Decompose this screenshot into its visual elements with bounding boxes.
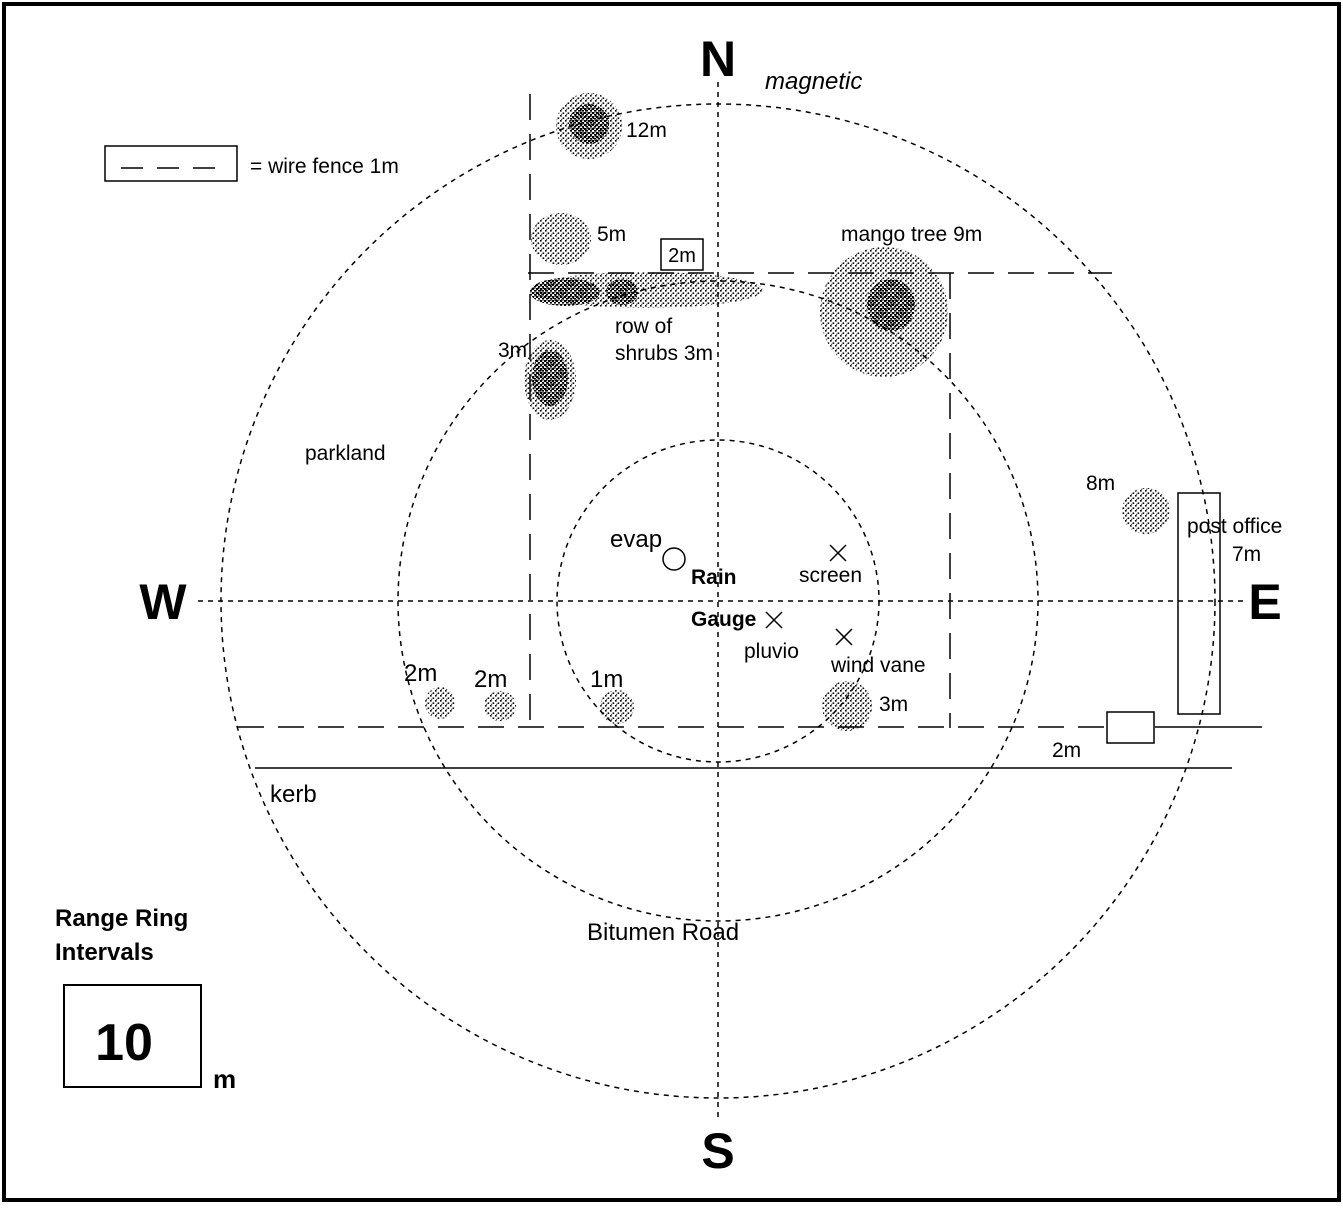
compass-north: N [700, 31, 736, 87]
label-screen: screen [799, 564, 862, 587]
label-tree-8m: 8m [1086, 472, 1115, 495]
range-ring-value-box [63, 984, 202, 1088]
compass-west: W [139, 574, 187, 630]
vegetation [425, 93, 1170, 731]
tree-3m-bottom [822, 681, 872, 731]
legend-fence-text: = wire fence 1m [250, 155, 399, 178]
label-tree-5m: 5m [597, 223, 626, 246]
shrub-clump-a [530, 278, 600, 306]
wire-fences [238, 94, 1112, 728]
label-wind-vane: wind vane [830, 654, 926, 677]
label-pluvio: pluvio [744, 640, 799, 663]
label-tree-12m: 12m [626, 119, 667, 142]
label-gauge: Gauge [691, 608, 756, 631]
label-post-office-line1: post office [1187, 515, 1282, 538]
label-evap: evap [610, 526, 662, 553]
label-shrubs-line1: row of [615, 315, 672, 338]
magnetic-note: magnetic [765, 68, 862, 95]
mango-tree-core [867, 279, 915, 331]
tree-12m-core [569, 104, 609, 144]
range-ring-title-line1: Range Ring [55, 905, 188, 932]
post-office-building [1177, 492, 1221, 715]
label-tree-3m-bottom: 3m [879, 693, 908, 716]
label-mango-tree: mango tree 9m [841, 223, 982, 246]
label-shrubs-line2: shrubs 3m [615, 342, 713, 365]
shrub-clump-b [606, 279, 638, 305]
label-kerb: kerb [270, 781, 317, 808]
label-tree-1m: 1m [590, 666, 623, 693]
wind-vane-marker [835, 628, 853, 646]
range-ring-title-line2: Intervals [55, 939, 154, 966]
instrument-markers [765, 544, 853, 646]
label-rain: Rain [691, 566, 737, 589]
label-bitumen-road: Bitumen Road [587, 919, 739, 946]
tree-5m [531, 213, 591, 265]
label-post-office-line2: 7m [1232, 543, 1261, 566]
screen-marker [829, 544, 847, 562]
label-gate-2m-top: 2m [668, 245, 696, 267]
range-ring-value: 10 [95, 1014, 153, 1072]
pluviometer-marker [765, 611, 783, 629]
tree-8m [1122, 488, 1170, 534]
legend-box [104, 145, 238, 182]
gate-2m-top [660, 238, 704, 271]
label-gate-2m-right: 2m [1052, 739, 1081, 762]
range-ring-unit: m [213, 1064, 236, 1094]
label-parkland: parkland [305, 442, 386, 465]
gate-2m-right [1106, 711, 1155, 744]
evaporation-pan [662, 547, 686, 571]
tree-2m-b [484, 691, 516, 721]
label-tree-2m-a: 2m [404, 660, 437, 687]
tree-3m-left-core [532, 350, 568, 406]
label-tree-2m-b: 2m [474, 666, 507, 693]
tree-1m [600, 690, 634, 724]
compass-south: S [701, 1123, 734, 1179]
label-tree-3m-left: 3m [498, 339, 527, 362]
compass-east: E [1248, 574, 1281, 630]
tree-2m-a [425, 687, 455, 719]
